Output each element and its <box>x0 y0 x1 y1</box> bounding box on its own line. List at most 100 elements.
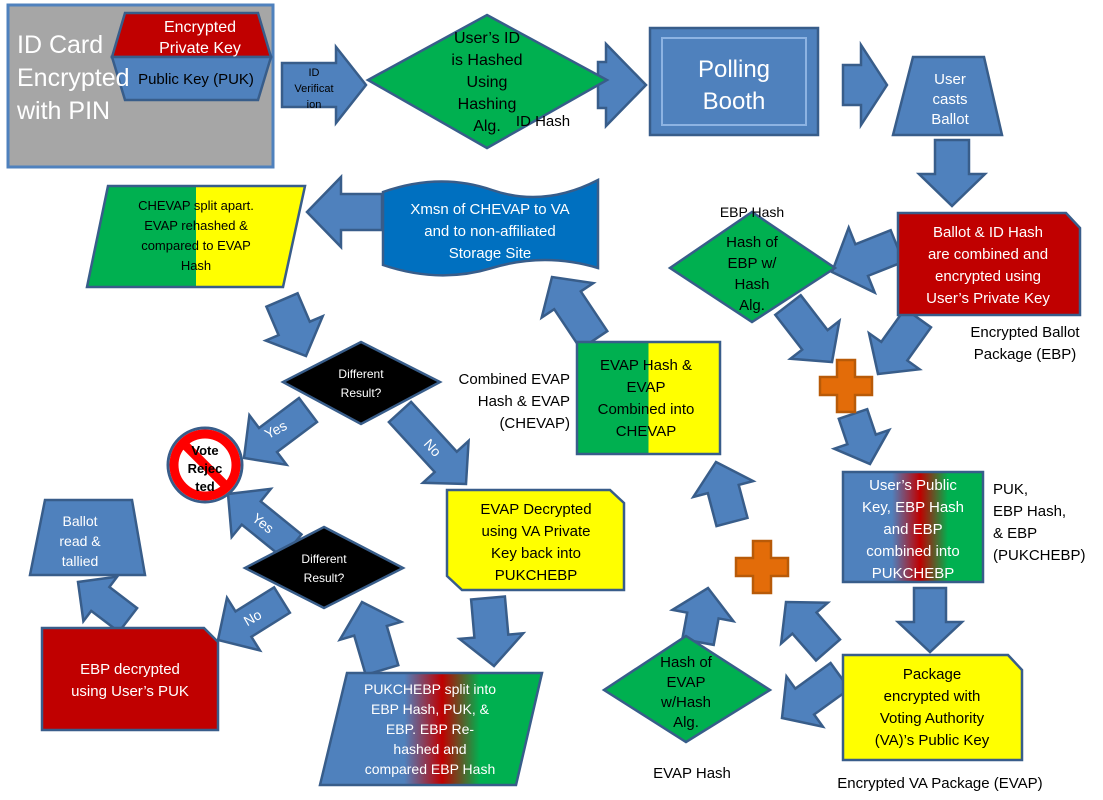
arrows-layer <box>76 40 989 729</box>
chevap-label: Combined EVAP Hash & EVAP (CHEVAP) <box>459 371 570 432</box>
arrow-yes-2 <box>226 487 304 560</box>
text-line: No <box>241 606 265 629</box>
text-line: (PUKCHEBP) <box>993 547 1086 564</box>
text-line: EBP Hash <box>720 204 784 220</box>
arrow-plus-to-chevap <box>690 460 757 528</box>
text-line: Xmsn of CHEVAP to VA <box>410 201 569 218</box>
text-line: Combined into <box>598 401 695 418</box>
text-line: EBP Hash, <box>993 503 1066 520</box>
arrow-plus-to-pukchebp <box>830 407 892 466</box>
arrow-to-hash-evap <box>780 661 852 729</box>
text-line: are combined and <box>928 246 1048 263</box>
text-line: EBP decrypted <box>80 661 180 678</box>
text-line: EVAP rehashed & <box>144 218 248 233</box>
arrow-to-package-encrypted <box>894 586 966 654</box>
xmsn-banner <box>381 177 600 277</box>
text-line: EVAP <box>627 379 666 396</box>
arrow-id-verification <box>280 43 368 127</box>
id-hash-label: ID Hash <box>516 113 570 130</box>
text-line: Result? <box>341 386 382 400</box>
text-line: (CHEVAP) <box>499 415 570 432</box>
text-line: is Hashed <box>451 52 522 69</box>
text-line: Different <box>338 367 384 381</box>
arrow-hash-to-plus <box>773 293 842 364</box>
text-line: Hash of <box>726 234 779 251</box>
text-line: EBP w/ <box>728 255 778 272</box>
text-line: Key, EBP Hash <box>862 499 964 516</box>
arrow-to-chevap-split <box>305 173 384 251</box>
xmsn-label: Xmsn of CHEVAP to VA and to non-affiliate… <box>410 201 569 262</box>
evap-decrypted-box <box>445 488 626 592</box>
ballot-combined-box <box>896 211 1082 317</box>
text-line: hashed and <box>393 741 466 757</box>
text-line: EVAP Hash & <box>600 357 692 374</box>
text-line: casts <box>932 91 967 108</box>
text-line: Vote <box>191 443 218 458</box>
text-line: read & <box>59 533 101 549</box>
text-line: Ballot & ID Hash <box>933 224 1043 241</box>
no-entry-slash <box>179 439 231 491</box>
text-line: Alg. <box>673 714 699 731</box>
text-line: & EBP <box>993 525 1037 542</box>
text-line: Public Key (PUK) <box>138 71 254 88</box>
text-line: Private Key <box>159 40 241 57</box>
no-2-label: No <box>241 606 265 629</box>
evap-hash-label: EVAP Hash <box>653 765 731 782</box>
text-line: compared to EVAP <box>141 238 251 253</box>
text-line: Encrypted VA Package (EVAP) <box>837 775 1042 792</box>
chevap-split-label: CHEVAP split apart.EVAP rehashed &compar… <box>138 198 254 273</box>
text-line: Encrypted Ballot <box>970 324 1080 341</box>
arrow-to-polling-booth <box>596 40 648 130</box>
text-line: Different <box>301 552 347 566</box>
arrow-to-decision-1 <box>262 291 326 358</box>
text-line: Encrypted <box>164 19 236 36</box>
text-line: PUKCHEBP <box>872 565 955 582</box>
text-line: Combined EVAP <box>459 371 570 388</box>
text-line: PUKCHEBP split into <box>364 681 496 697</box>
text-line: User’s Private Key <box>926 290 1050 307</box>
text-line: combined into <box>866 543 959 560</box>
text-line: Result? <box>304 571 345 585</box>
text-line: EVAP <box>667 674 706 691</box>
ebp-hash-label: EBP Hash <box>720 204 784 220</box>
text-line: using User’s PUK <box>71 683 189 700</box>
text-line: and to non-affiliated <box>424 223 556 240</box>
text-line: encrypted using <box>935 268 1041 285</box>
arrow-to-user-casts <box>841 40 889 130</box>
text-line: Using <box>467 74 508 91</box>
pukchebp-combined-box <box>841 470 985 584</box>
arrow-no-2 <box>216 585 292 653</box>
ebp-decrypted-label: EBP decrypted using User’s PUK <box>71 661 189 700</box>
text-line: w/Hash <box>660 694 711 711</box>
text-line: encrypted with <box>884 688 981 705</box>
text-line: ID Card <box>17 31 103 59</box>
text-line: Hash & EVAP <box>478 393 570 410</box>
decision-1-diamond <box>280 340 443 426</box>
plus-icon <box>818 358 874 414</box>
arrow-to-pukchebp-split <box>456 595 527 668</box>
text-line: PUKCHEBP <box>495 567 578 584</box>
arrow-ebp-to-plus <box>867 306 933 376</box>
plus-icon <box>734 539 790 595</box>
text-line: User’s ID <box>454 30 520 47</box>
text-line: Hash <box>181 258 211 273</box>
text-line: using VA Private <box>482 523 591 540</box>
evap-label: Encrypted VA Package (EVAP) <box>837 775 1042 792</box>
